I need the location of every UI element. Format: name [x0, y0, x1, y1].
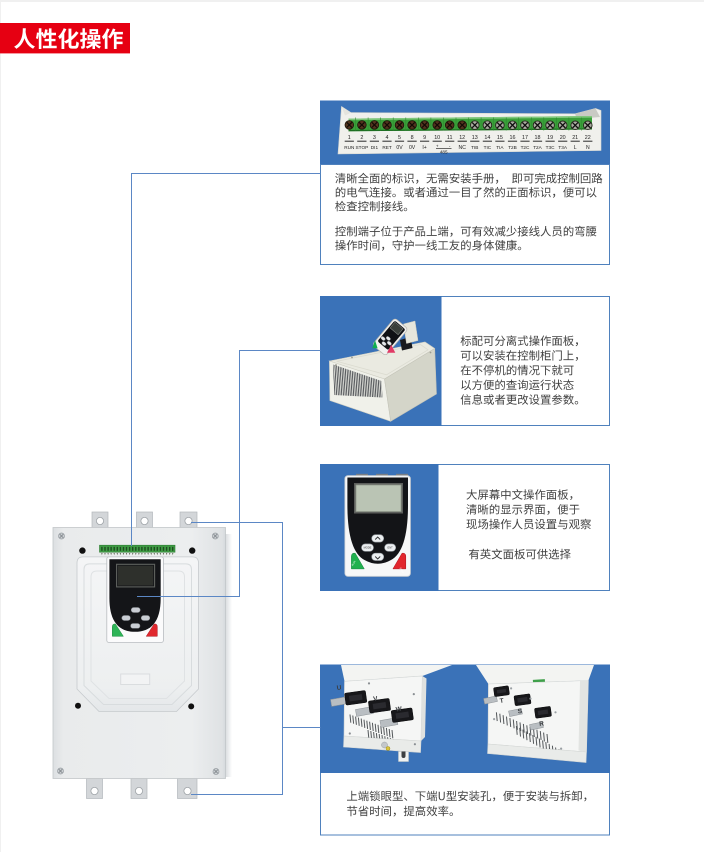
svg-text:11: 11	[447, 135, 453, 141]
svg-text:T2B: T2B	[508, 145, 517, 150]
svg-text:0V: 0V	[396, 145, 403, 151]
svg-text:S: S	[517, 708, 523, 716]
svg-text:T2A: T2A	[533, 145, 542, 150]
svg-text:3: 3	[373, 135, 376, 141]
svg-text:I+: I+	[422, 145, 426, 151]
svg-text:W: W	[395, 706, 403, 714]
svg-text:T2C: T2C	[521, 145, 530, 150]
svg-text:RUN: RUN	[351, 560, 356, 566]
svg-text:+: +	[436, 143, 439, 148]
svg-text:-: -	[449, 143, 451, 148]
svg-text:5: 5	[398, 135, 401, 141]
svg-text:ENT: ENT	[388, 546, 394, 550]
svg-text:4: 4	[386, 135, 389, 141]
svg-text:20: 20	[560, 135, 566, 141]
svg-text:13: 13	[472, 135, 478, 141]
svg-text:18: 18	[535, 135, 541, 141]
svg-text:0V: 0V	[409, 145, 416, 151]
svg-text:16: 16	[510, 135, 516, 141]
svg-text:T3C: T3C	[546, 145, 555, 150]
svg-text:TIC: TIC	[484, 145, 492, 150]
svg-text:21: 21	[572, 135, 578, 141]
svg-text:T: T	[499, 697, 504, 704]
svg-text:TIB: TIB	[471, 145, 478, 150]
svg-text:8: 8	[411, 135, 414, 141]
svg-text:T3A: T3A	[558, 145, 567, 150]
svg-text:STOP: STOP	[399, 567, 405, 574]
svg-text:V: V	[373, 695, 379, 703]
svg-text:MODE: MODE	[364, 546, 372, 550]
svg-text:RUN: RUN	[344, 145, 354, 150]
svg-text:19: 19	[547, 135, 553, 141]
svg-text:RET: RET	[382, 145, 392, 150]
svg-text:N: N	[586, 145, 590, 151]
svg-text:STOP: STOP	[356, 145, 369, 150]
svg-text:L: L	[574, 145, 577, 151]
svg-text:9: 9	[423, 135, 426, 141]
svg-text:R: R	[539, 720, 545, 728]
svg-text:U: U	[336, 684, 342, 692]
svg-text:14: 14	[484, 135, 490, 141]
svg-text:15: 15	[497, 135, 503, 141]
svg-text:TIA: TIA	[496, 145, 504, 150]
svg-text:DI1: DI1	[371, 145, 379, 150]
svg-text:12: 12	[459, 135, 465, 141]
svg-text:NC: NC	[459, 145, 467, 151]
svg-text:1: 1	[348, 135, 351, 141]
svg-text:485: 485	[440, 149, 448, 154]
svg-text:17: 17	[522, 135, 528, 141]
svg-text:22: 22	[585, 135, 591, 141]
svg-text:10: 10	[434, 135, 440, 141]
svg-text:2: 2	[360, 135, 363, 141]
